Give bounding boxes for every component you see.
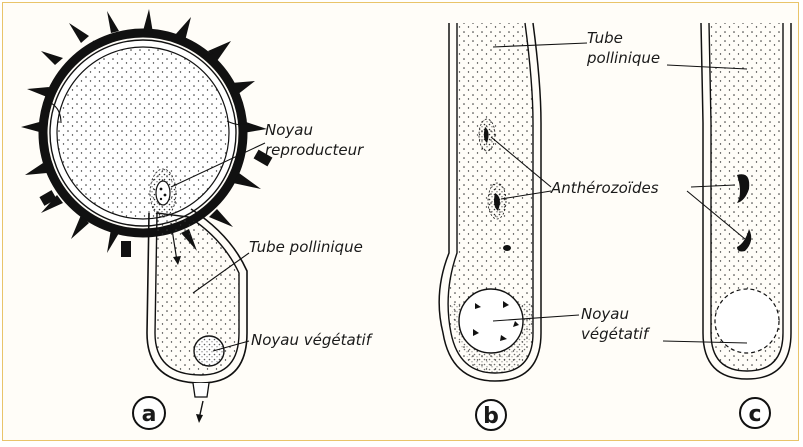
pollen-tube-a xyxy=(147,209,247,423)
panel-b-letter: b xyxy=(483,404,499,429)
pollen-tube-c xyxy=(701,23,791,379)
label-tube: Tube xyxy=(587,29,623,47)
panel-a-letter: a xyxy=(142,402,157,427)
vegetative-nucleus-a xyxy=(194,336,224,366)
sperm-cell-b2 xyxy=(488,183,506,219)
label-reproducteur: reproducteur xyxy=(265,141,364,159)
label-antherozoides: Anthérozoïdes xyxy=(550,179,659,197)
pollen-grain xyxy=(21,9,272,257)
figure-frame: Noyau reproducteur Tube pollinique Noyau… xyxy=(2,2,799,441)
pollen-tube-b xyxy=(439,23,541,381)
generative-nucleus-a xyxy=(150,169,176,217)
panel-b: b xyxy=(439,23,587,430)
label-noyau: Noyau xyxy=(265,121,313,139)
label-vegetatif-bc: végétatif xyxy=(581,325,651,343)
label-pollinique: pollinique xyxy=(586,49,660,67)
panel-a: Noyau reproducteur Tube pollinique Noyau… xyxy=(21,9,374,429)
label-tube-pollinique-a: Tube pollinique xyxy=(249,238,363,256)
vegetative-nucleus-c xyxy=(715,289,779,353)
vegetative-nucleus-b xyxy=(459,289,523,353)
pollen-tube-diagram: Noyau reproducteur Tube pollinique Noyau… xyxy=(3,3,800,442)
label-noyau-bc: Noyau xyxy=(581,305,629,323)
panel-c: c xyxy=(663,23,791,428)
label-noyau-vegetatif-a: Noyau végétatif xyxy=(251,331,374,349)
sperm-cell-b1 xyxy=(479,119,495,151)
panel-c-letter: c xyxy=(748,402,761,427)
